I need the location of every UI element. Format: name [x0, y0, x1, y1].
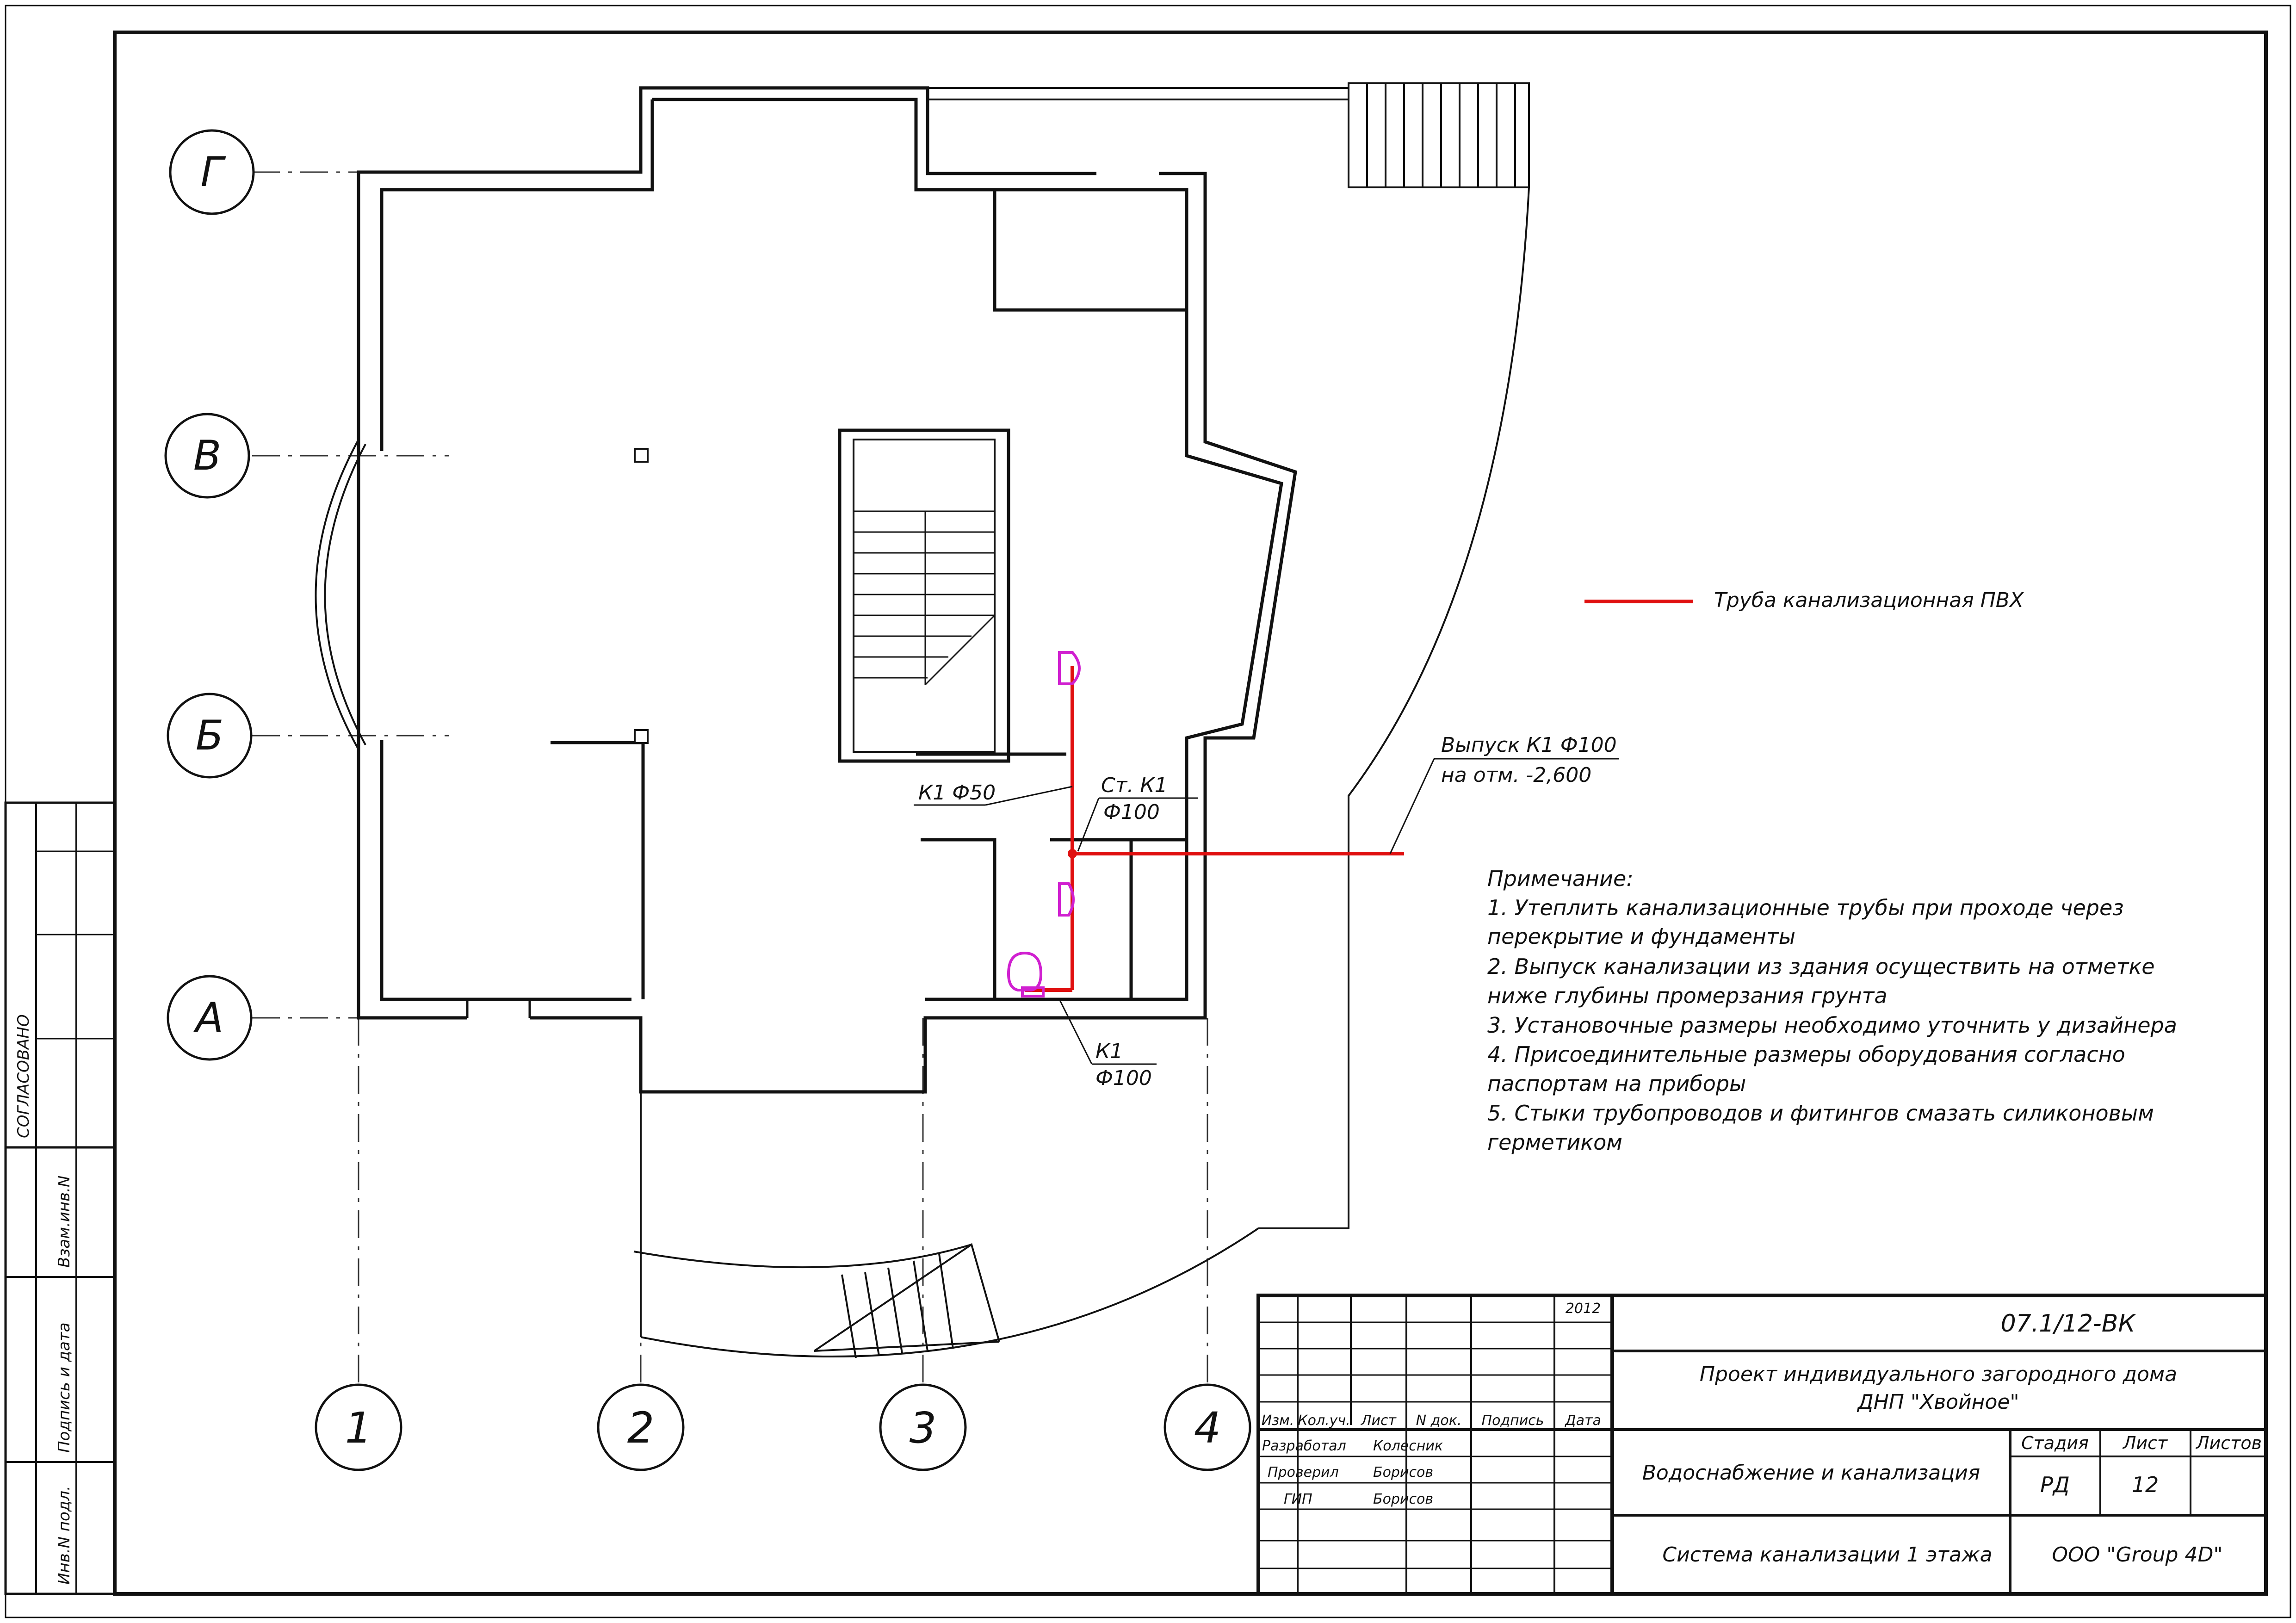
tb-sheet-title: Система канализации 1 этажа [1662, 1543, 1992, 1567]
riser-node [1068, 849, 1077, 858]
notes-block: Примечание: 1. Утеплить канализационные … [1487, 866, 2177, 1155]
toilet-icon [1007, 951, 1043, 991]
note-line: 1. Утеплить канализационные трубы при пр… [1487, 895, 2124, 920]
grid-label-2: 2 [627, 1403, 655, 1453]
toilet-tank-icon [1021, 986, 1045, 997]
tb-header-ndok: N док. [1416, 1412, 1462, 1429]
stamp-replace-inv: Взам.инв.N [55, 1176, 74, 1268]
note-line: 2. Выпуск канализации из здания осуществ… [1487, 954, 2155, 979]
callout-riser-line2: Ф100 [1103, 800, 1160, 824]
tb-sheet-label: Лист [2122, 1433, 2168, 1453]
legend-pipe-label: Труба канализационная ПВХ [1714, 588, 2024, 612]
note-line: 4. Присоединительные размеры оборудовани… [1487, 1042, 2125, 1067]
tb-header-koluch: Кол.уч. [1298, 1412, 1350, 1429]
tb-project-line1: Проект индивидуального загородного дома [1700, 1363, 2177, 1386]
axis-lines [252, 171, 1208, 1383]
grid-label-v: В [193, 432, 221, 479]
grid-row-bubbles: Г В Б А [164, 129, 255, 1061]
grid-label-b: Б [196, 712, 223, 759]
callout-leaders [914, 758, 1619, 1065]
tb-stage-label: Стадия [2021, 1433, 2089, 1453]
grid-bubble-3 [879, 1383, 967, 1471]
side-stamp: СОГЛАСОВАНО Взам.инв.N Подпись и дата Ин… [4, 801, 116, 1595]
stamp-inv-orig: Инв.N подл. [55, 1486, 74, 1585]
terrace-outline [633, 82, 1530, 1358]
callout-k1-line1: К1 [1095, 1040, 1123, 1063]
tb-code: 07.1/12-ВК [2001, 1310, 2136, 1338]
stair-treads [854, 510, 996, 686]
tb-header-podpis: Подпись [1482, 1412, 1544, 1429]
grid-label-1: 1 [345, 1403, 372, 1453]
sink-icon [1058, 651, 1081, 685]
callout-k1-line2: Ф100 [1095, 1066, 1152, 1090]
tb-sheets-label: Листов [2195, 1433, 2262, 1453]
grid-column-bubbles: 1 2 3 4 [315, 1383, 1251, 1471]
callout-outlet-line1: Выпуск К1 Ф100 [1441, 733, 1617, 757]
grid-label-a: А [193, 994, 223, 1041]
title-block: 2012 Изм. Кол.уч. Лист N док. Подпись Да… [1256, 1294, 2268, 1596]
stamp-agreed: СОГЛАСОВАНО [14, 1014, 33, 1138]
callout-riser-line1: Ст. К1 [1101, 774, 1168, 797]
tb-role: Проверил [1268, 1464, 1339, 1481]
grid-bubble-v [164, 413, 250, 499]
grid-label-4: 4 [1194, 1403, 1221, 1453]
tb-stage-value: РД [2040, 1472, 2070, 1497]
grid-bubble-4 [1163, 1383, 1251, 1471]
tb-role: ГИП [1284, 1491, 1312, 1507]
tb-section: Водоснабжение и канализация [1642, 1461, 1980, 1485]
note-line: 3. Установочные размеры необходимо уточн… [1487, 1013, 2177, 1038]
grid-label-g: Г [200, 148, 226, 196]
tb-name: Колесник [1373, 1438, 1443, 1454]
sink-2-icon [1058, 882, 1075, 917]
note-line: 5. Стыки трубопроводов и фитингов смазат… [1487, 1101, 2154, 1126]
note-line: перекрытие и фундаменты [1487, 924, 1795, 949]
note-line: ниже глубины промерзания грунта [1487, 983, 1888, 1008]
tb-name: Борисов [1373, 1464, 1433, 1481]
grid-bubble-a [167, 975, 253, 1061]
plumbing-fixtures [1007, 651, 1081, 997]
grid-bubble-b [167, 693, 253, 779]
tb-sheet-value: 12 [2132, 1472, 2159, 1497]
stamp-sign-date: Подпись и дата [55, 1322, 74, 1453]
note-line: паспортам на приборы [1487, 1071, 1746, 1096]
note-line: герметиком [1487, 1130, 1622, 1155]
grid-label-3: 3 [910, 1403, 937, 1453]
building-walls [315, 86, 1297, 1094]
tb-company: ООО "Group 4D" [2052, 1543, 2222, 1567]
tb-header-izm: Изм. [1262, 1412, 1294, 1429]
grid-bubble-2 [597, 1383, 685, 1471]
tb-name: Борисов [1373, 1491, 1433, 1507]
tb-header-data: Дата [1564, 1412, 1601, 1429]
tb-year: 2012 [1566, 1301, 1601, 1317]
legend: Труба канализационная ПВХ [1584, 588, 2024, 612]
grid-bubble-1 [315, 1383, 402, 1471]
tb-project-line2: ДНП "Хвойное" [1857, 1390, 2019, 1414]
callout-outlet-line2: на отм. -2,600 [1441, 763, 1591, 787]
sewer-pipes [1025, 666, 1404, 992]
callout-k1-50: К1 Ф50 [918, 781, 996, 805]
notes-title: Примечание: [1487, 866, 1634, 891]
tb-role: Разработал [1262, 1438, 1346, 1454]
grid-bubble-g [169, 129, 255, 215]
tb-header-list: Лист [1361, 1412, 1397, 1429]
